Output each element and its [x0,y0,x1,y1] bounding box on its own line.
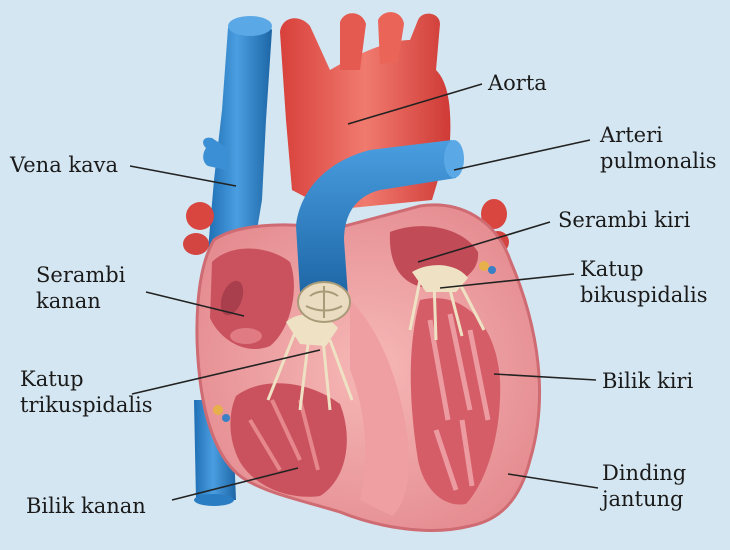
label-katup-trikuspidalis: Katup trikuspidalis [20,366,153,418]
label-arteri-pulmonalis-line-1: Arteri [600,122,717,148]
label-vena-kava-line-1: Vena kava [10,152,118,178]
label-dinding-jantung-line-1: Dinding [602,460,686,486]
label-serambi-kanan-line-2: kanan [36,288,125,314]
label-aorta: Aorta [488,70,547,96]
label-serambi-kiri: Serambi kiri [558,207,690,233]
label-katup-trikuspidalis-line-1: Katup [20,366,153,392]
label-aorta-line-1: Aorta [488,70,547,96]
label-vena-kava: Vena kava [10,152,118,178]
label-katup-bikuspidalis-line-1: Katup [580,256,708,282]
label-bilik-kiri: Bilik kiri [602,368,693,394]
leader-arteri-pulmonalis [454,140,590,170]
label-katup-bikuspidalis-line-2: bikuspidalis [580,282,708,308]
label-arteri-pulmonalis: Arteri pulmonalis [600,122,717,174]
label-bilik-kanan-line-1: Bilik kanan [26,493,146,519]
label-dinding-jantung-line-2: jantung [602,486,686,512]
label-katup-trikuspidalis-line-2: trikuspidalis [20,392,153,418]
label-serambi-kiri-line-1: Serambi kiri [558,207,690,233]
label-bilik-kiri-line-1: Bilik kiri [602,368,693,394]
label-serambi-kanan-line-1: Serambi [36,262,125,288]
label-arteri-pulmonalis-line-2: pulmonalis [600,148,717,174]
label-katup-bikuspidalis: Katup bikuspidalis [580,256,708,308]
heart-body [197,205,540,530]
label-bilik-kanan: Bilik kanan [26,493,146,519]
label-serambi-kanan: Serambi kanan [36,262,125,314]
label-dinding-jantung: Dinding jantung [602,460,686,512]
